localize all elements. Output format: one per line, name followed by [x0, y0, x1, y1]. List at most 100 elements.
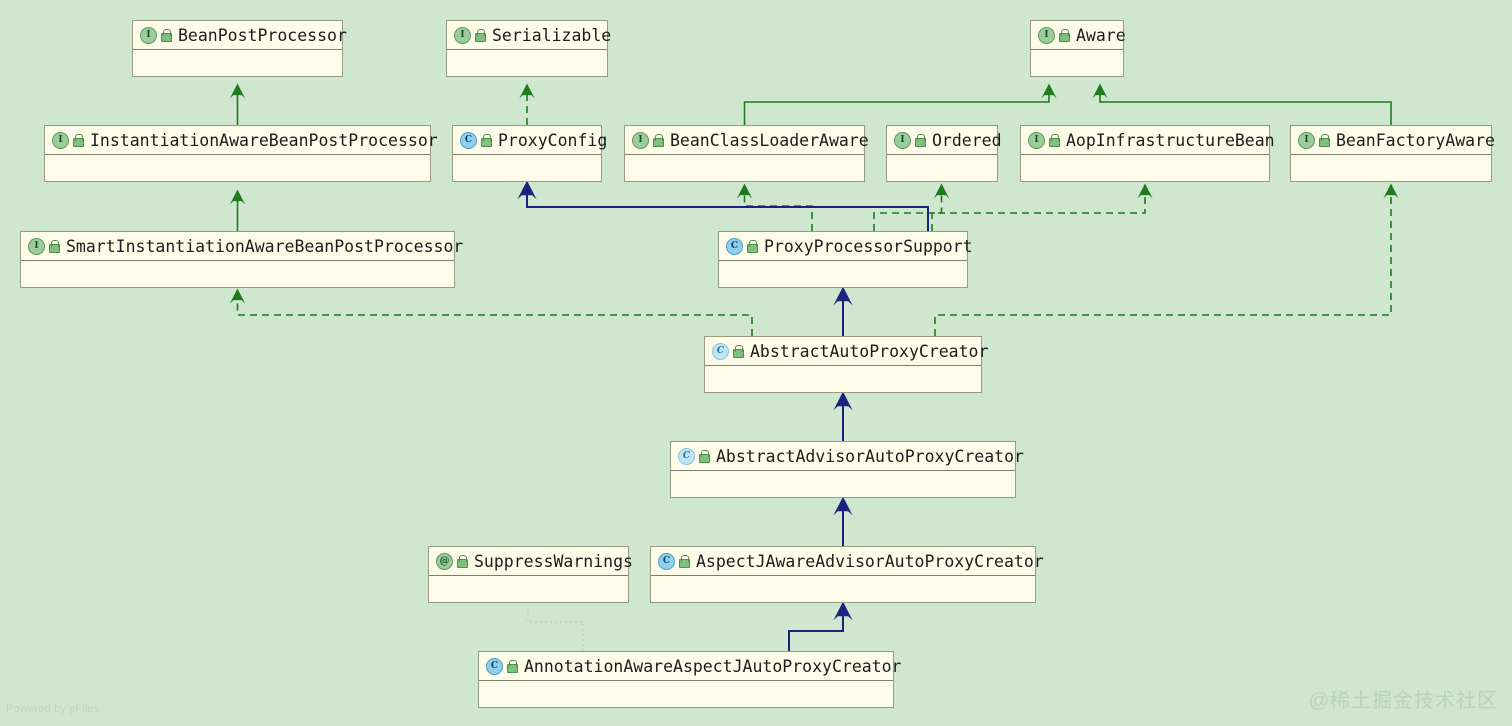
- class-node-label: AnnotationAwareAspectJAutoProxyCreator: [524, 656, 902, 676]
- class-node-label: Aware: [1076, 25, 1126, 45]
- interface-icon: I: [632, 131, 649, 149]
- edge-extends-class-group: [517, 180, 929, 651]
- class-icon: C: [658, 552, 675, 570]
- lock-icon: [506, 659, 518, 673]
- class-icon: C: [726, 237, 743, 255]
- abstract-icon: C: [678, 447, 695, 465]
- class-node-SuppressWarnings[interactable]: @SuppressWarnings: [428, 546, 633, 603]
- class-node-Ordered[interactable]: I Ordered: [886, 125, 1002, 182]
- class-node-label: AopInfrastructureBean: [1066, 130, 1275, 150]
- class-node-members-compartment: [429, 576, 628, 602]
- class-node-label: ProxyProcessorSupport: [764, 236, 973, 256]
- class-node-header: @SuppressWarnings: [429, 547, 633, 576]
- lock-icon: [1048, 133, 1060, 147]
- class-node-label: BeanFactoryAware: [1336, 130, 1495, 150]
- class-node-members-compartment: [651, 576, 1035, 602]
- lock-icon: [652, 133, 664, 147]
- edge-pps-to-ordered: [873, 183, 950, 231]
- class-node-members-compartment: [447, 50, 607, 76]
- class-node-label: AspectJAwareAdvisorAutoProxyCreator: [696, 551, 1044, 571]
- class-node-members-compartment: [887, 155, 997, 181]
- edge-pps-to-bcla: [736, 183, 813, 231]
- lock-icon: [456, 554, 468, 568]
- edge-annotation-group: [527, 606, 584, 651]
- class-node-header: C ProxyProcessorSupport: [719, 232, 973, 261]
- class-node-label: BeanClassLoaderAware: [670, 130, 869, 150]
- class-node-ProxyProcessorSupport[interactable]: C ProxyProcessorSupport: [718, 231, 973, 288]
- class-node-ProxyConfig[interactable]: C ProxyConfig: [452, 125, 607, 182]
- class-node-members-compartment: [719, 261, 967, 287]
- class-node-header: I BeanFactoryAware: [1291, 126, 1495, 155]
- class-node-header: I InstantiationAwareBeanPostProcessor: [45, 126, 438, 155]
- lock-icon: [698, 449, 710, 463]
- class-node-label: InstantiationAwareBeanPostProcessor: [90, 130, 438, 150]
- class-node-label: SuppressWarnings: [474, 551, 633, 571]
- interface-icon: I: [894, 131, 911, 149]
- class-icon: C: [460, 131, 477, 149]
- watermark-yfiles: Powered by yFiles: [6, 703, 100, 715]
- class-node-header: I BeanPostProcessor: [133, 21, 347, 50]
- edge-aaajapc-to-ajaapc: [788, 601, 853, 651]
- class-node-members-compartment: [133, 50, 342, 76]
- interface-icon: I: [1298, 131, 1315, 149]
- class-node-header: I BeanClassLoaderAware: [625, 126, 869, 155]
- watermark-juejin: @稀土掘金技术社区: [1308, 690, 1498, 712]
- class-node-BeanPostProcessor[interactable]: I BeanPostProcessor: [132, 20, 347, 77]
- class-node-header: C AbstractAutoProxyCreator: [705, 337, 988, 366]
- class-node-InstantiationAwareBeanPostProcessor[interactable]: I InstantiationAwareBeanPostProcessor: [44, 125, 438, 182]
- class-node-AspectJAwareAdvisorAutoProxyCreator[interactable]: C AspectJAwareAdvisorAutoProxyCreator: [650, 546, 1044, 603]
- class-node-header: C AspectJAwareAdvisorAutoProxyCreator: [651, 547, 1044, 576]
- class-node-AopInfrastructureBean[interactable]: I AopInfrastructureBean: [1020, 125, 1275, 182]
- class-node-members-compartment: [705, 366, 981, 392]
- edge-aapc-to-siabpp: [229, 288, 753, 336]
- lock-icon: [746, 239, 758, 253]
- class-node-AbstractAutoProxyCreator[interactable]: C AbstractAutoProxyCreator: [704, 336, 988, 393]
- abstract-icon: C: [712, 342, 729, 360]
- interface-icon: I: [52, 131, 69, 149]
- class-node-BeanFactoryAware[interactable]: I BeanFactoryAware: [1290, 125, 1495, 182]
- edge-bcla-to-aware: [743, 83, 1057, 125]
- class-node-members-compartment: [625, 155, 864, 181]
- class-node-label: AbstractAdvisorAutoProxyCreator: [716, 446, 1024, 466]
- class-node-BeanClassLoaderAware[interactable]: I BeanClassLoaderAware: [624, 125, 869, 182]
- lock-icon: [914, 133, 926, 147]
- class-node-members-compartment: [1031, 50, 1123, 76]
- interface-icon: I: [140, 26, 157, 44]
- edge-pps-to-aib: [931, 183, 1153, 231]
- class-node-label: Ordered: [932, 130, 1002, 150]
- edge-extends-interface-group: [229, 83, 1392, 231]
- lock-icon: [474, 28, 486, 42]
- interface-icon: I: [28, 237, 45, 255]
- class-node-header: I AopInfrastructureBean: [1021, 126, 1275, 155]
- class-node-members-compartment: [21, 261, 454, 287]
- class-node-header: I Aware: [1031, 21, 1126, 50]
- class-node-label: ProxyConfig: [498, 130, 608, 150]
- class-node-label: BeanPostProcessor: [178, 25, 347, 45]
- edge-pps-to-proxyconfig: [517, 180, 929, 231]
- lock-icon: [1318, 133, 1330, 147]
- interface-icon: I: [1038, 26, 1055, 44]
- lock-icon: [1058, 28, 1070, 42]
- lock-icon: [160, 28, 172, 42]
- lock-icon: [72, 133, 84, 147]
- class-node-header: I Ordered: [887, 126, 1002, 155]
- lock-icon: [678, 554, 690, 568]
- class-node-members-compartment: [479, 681, 893, 707]
- class-node-members-compartment: [671, 471, 1015, 497]
- class-node-header: C ProxyConfig: [453, 126, 607, 155]
- class-node-AbstractAdvisorAutoProxyCreator[interactable]: C AbstractAdvisorAutoProxyCreator: [670, 441, 1024, 498]
- class-node-label: AbstractAutoProxyCreator: [750, 341, 989, 361]
- interface-icon: I: [1028, 131, 1045, 149]
- class-node-members-compartment: [1291, 155, 1491, 181]
- edge-bfa-to-aware: [1092, 83, 1392, 125]
- lock-icon: [732, 344, 744, 358]
- class-node-label: Serializable: [492, 25, 612, 45]
- edge-aaajapc-to-suppresswarnings: [527, 606, 584, 651]
- class-node-Aware[interactable]: I Aware: [1030, 20, 1126, 77]
